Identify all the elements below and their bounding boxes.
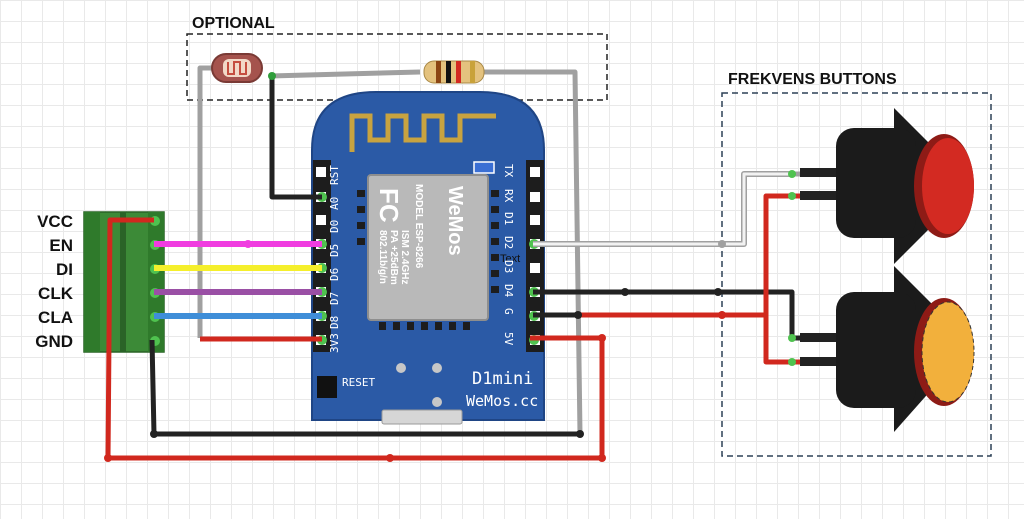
connector-label-clk: CLK bbox=[38, 284, 74, 303]
connector-label-gnd: GND bbox=[35, 332, 73, 351]
wire-gray-ldr-resistor bbox=[269, 69, 421, 79]
pin-label-left: D0 bbox=[328, 220, 341, 233]
wire-a0-black bbox=[269, 76, 322, 200]
pin-label-left: 3V3 bbox=[328, 333, 341, 353]
wire-g-red bbox=[578, 193, 818, 318]
pin-label-right: D1 bbox=[502, 212, 515, 225]
connector-label-vcc: VCC bbox=[37, 212, 73, 231]
pin-label-right: D2 bbox=[502, 236, 515, 249]
photoresistor bbox=[211, 53, 263, 83]
wire-d2-white bbox=[533, 171, 792, 247]
chip-brand: WeMos bbox=[444, 186, 466, 256]
pin-label-left: D5 bbox=[328, 244, 341, 257]
chip-ism: ISM 2.4GHz bbox=[399, 230, 410, 284]
esp8266-module bbox=[367, 174, 489, 321]
wire-vcc-red bbox=[105, 217, 605, 461]
frekvens-button-yellow[interactable] bbox=[800, 266, 975, 432]
pin-label-right: D4 bbox=[502, 284, 515, 298]
chip-fcc: FC bbox=[374, 188, 404, 223]
pin-label-right: G bbox=[502, 308, 515, 315]
wire-gray-photoresistor bbox=[197, 65, 214, 338]
pcb-antenna bbox=[349, 113, 496, 152]
chip-wifi: 802.11b/g/n bbox=[377, 230, 388, 284]
board-model-label: D1mini bbox=[472, 369, 533, 389]
pin-label-left: D8 bbox=[328, 316, 341, 329]
board-site-label: WeMos.cc bbox=[466, 392, 538, 410]
onboard-led bbox=[473, 161, 495, 174]
pin-label-right: RX bbox=[502, 189, 515, 203]
usb-port bbox=[381, 409, 463, 425]
chip-pa: PA +25dBm bbox=[388, 230, 399, 285]
connector-label-di: DI bbox=[56, 260, 73, 279]
resistor bbox=[423, 60, 485, 84]
reset-button[interactable] bbox=[317, 376, 337, 398]
buttons-section-box bbox=[721, 92, 992, 457]
pin-label-right: TX bbox=[502, 164, 515, 178]
pin-pad-left bbox=[316, 215, 326, 225]
connector-label-en: EN bbox=[49, 236, 73, 255]
led-matrix-connector bbox=[83, 211, 165, 353]
pin-label-left: D7 bbox=[328, 292, 341, 305]
pin-label-right: D3 bbox=[502, 260, 515, 273]
pin-label-right: 5V bbox=[502, 332, 515, 346]
wire-d2-white-inner bbox=[533, 172, 792, 246]
pin-pad-right bbox=[530, 215, 540, 225]
reset-label: RESET bbox=[342, 376, 375, 389]
pin-pad-left bbox=[316, 167, 326, 177]
pin-pad-right bbox=[530, 263, 540, 273]
pin-label-left: RST bbox=[328, 165, 341, 185]
text-label: Text bbox=[500, 253, 520, 265]
frekvens-button-red[interactable] bbox=[800, 108, 974, 264]
pin-label-left: A0 bbox=[328, 197, 341, 210]
pin-label-left: D6 bbox=[328, 268, 341, 281]
pin-pad-right bbox=[530, 167, 540, 177]
optional-section-label: OPTIONAL bbox=[192, 15, 275, 32]
wemos-d1-mini-board: RESET D1mini WeMos.cc Text WeMos FC MODE… bbox=[311, 91, 545, 425]
buttons-section-label: FREKVENS BUTTONS bbox=[728, 71, 897, 88]
pin-pad-right bbox=[530, 192, 540, 202]
chip-model: MODEL ESP-8266 bbox=[413, 184, 424, 269]
connector-label-cla: CLA bbox=[38, 308, 73, 327]
